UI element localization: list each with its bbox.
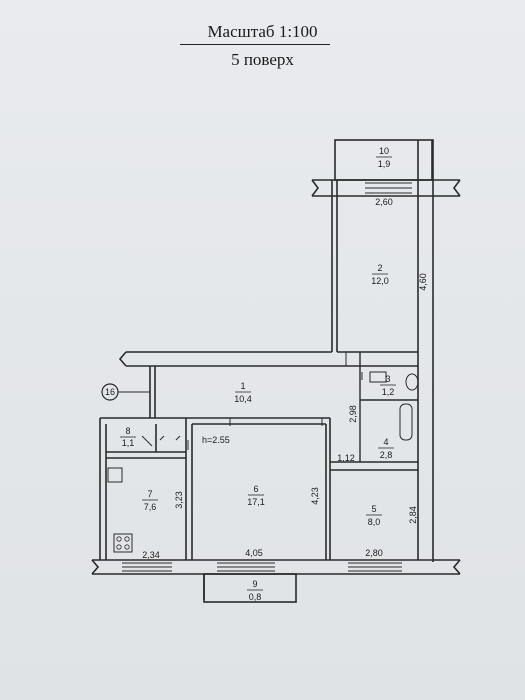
room-7-number: 7 (147, 489, 152, 499)
scale-title: Масштаб 1:100 (207, 22, 318, 41)
dim-1-12: 1,12 (337, 453, 355, 463)
room-5-number: 5 (371, 504, 376, 514)
room-7-area: 7,6 (144, 502, 157, 512)
dim-2-34: 2,34 (142, 550, 160, 560)
room-10-number: 10 (379, 146, 389, 156)
dim-3-23: 3,23 (174, 491, 184, 509)
room-5-area: 8,0 (368, 517, 381, 527)
balcony-wall (312, 179, 460, 197)
room-2-number: 2 (377, 263, 382, 273)
room-2-left-wall (331, 180, 338, 352)
axis-marker-label: 16 (105, 387, 115, 397)
room-8-number: 8 (125, 426, 130, 436)
title-underline (180, 44, 330, 45)
right-wall (417, 180, 434, 562)
dim-2-60: 2,60 (375, 197, 393, 207)
room-10-area: 1,9 (378, 159, 391, 169)
room-8-area: 1,1 (122, 438, 135, 448)
dim-4-23: 4,23 (310, 487, 320, 505)
room-1-area: 10,4 (234, 394, 252, 404)
room-2-area: 12,0 (371, 276, 389, 286)
room-4-area: 2,8 (380, 450, 393, 460)
dim-2-98: 2,98 (348, 405, 358, 423)
dim-2-84: 2,84 (408, 506, 418, 524)
room-3-number: 3 (385, 374, 390, 384)
dim-2-80: 2,80 (365, 548, 383, 558)
room-9-area: 0,8 (249, 592, 262, 602)
floor-title: 5 поверх (231, 50, 294, 69)
stove-icon (113, 533, 133, 553)
room-6-number: 6 (253, 484, 258, 494)
corridor-top-wall (126, 351, 418, 367)
room-9-number: 9 (252, 579, 257, 589)
dim-4-05: 4,05 (245, 548, 263, 558)
dim-4-60: 4,60 (418, 273, 428, 291)
room-6-area: 17,1 (247, 497, 265, 507)
ceiling-height: h=2.55 (202, 435, 230, 445)
room-3-area: 1,2 (382, 387, 395, 397)
room-1-number: 1 (240, 381, 245, 391)
room-4-number: 4 (383, 437, 388, 447)
